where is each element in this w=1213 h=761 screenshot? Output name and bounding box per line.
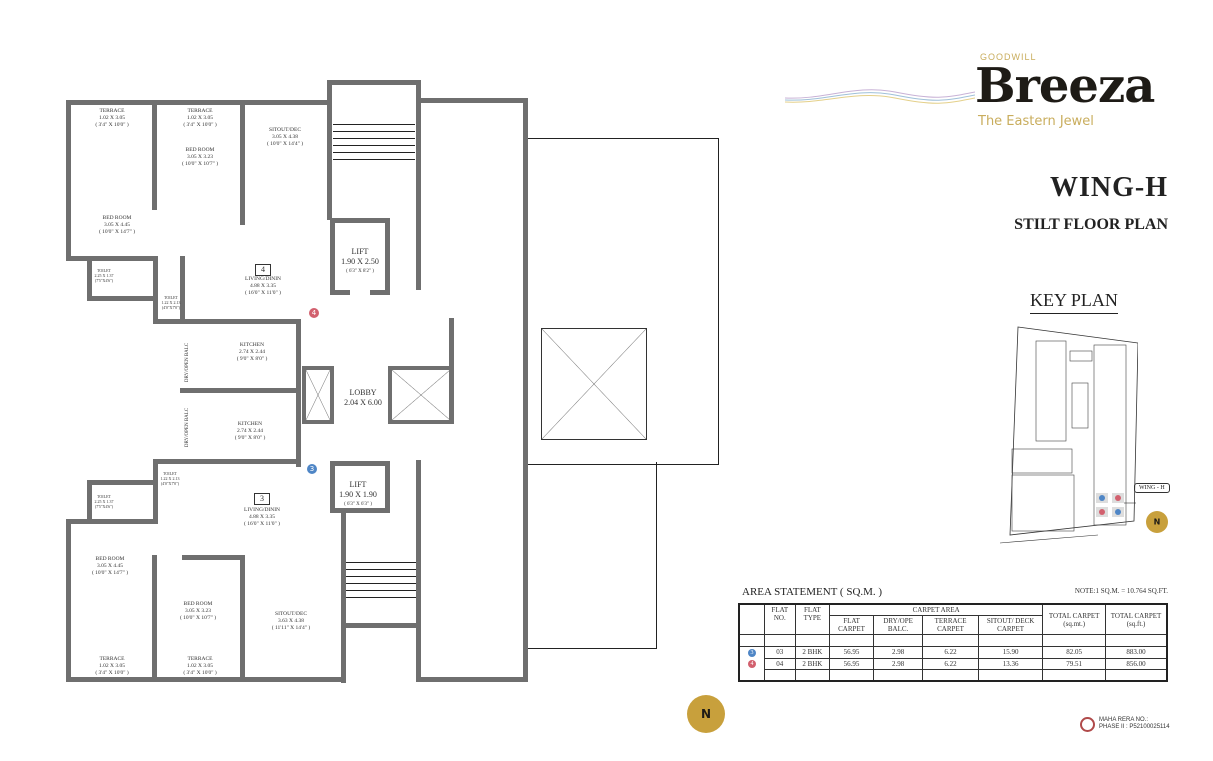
flat4-marker-icon: 4 [309,308,319,318]
col-sitout: SITOUT/ DECK CARPET [977,615,1044,635]
key-plan-wing-callout: WING - H [1134,483,1170,493]
flat4-marker-icon: 4 [748,660,756,668]
plan-title: STILT FLOOR PLAN [1014,216,1168,233]
flat3-marker-icon: 3 [748,649,756,657]
col-terrace: TERRACE CARPET [922,615,979,635]
key-plan-diagram [999,326,1138,544]
wing-title: WING-H [1050,172,1168,203]
area-statement-title: AREA STATEMENT ( SQ.M. ) [742,586,883,598]
col-carpet-area: CARPET AREA [829,603,1044,616]
brand-tagline: The Eastern Jewel [978,114,1094,129]
table-row: 3 03 2 BHK 56.95 2.98 6.22 15.90 82.05 8… [739,646,1168,659]
area-statement-note: NOTE:1 SQ.M. = 10.764 SQ.FT. [1074,587,1168,595]
wave-ornament [785,89,975,104]
flat-number: 3 [254,493,270,505]
col-flat-no: FLAT NO. [764,603,796,635]
brand-company: GOODWILL [980,52,1037,62]
col-total-sqft: TOTAL CARPET (sq.ft.) [1105,603,1168,635]
col-dry-balc: DRY/OPE BALC. [873,615,924,635]
col-total-sqm: TOTAL CARPET (sq.mt.) [1042,603,1107,635]
room-label: DRY/OPEN BALC [185,342,191,383]
north-compass-icon: N [687,695,725,733]
flat3-marker-icon: 3 [307,464,317,474]
area-statement-table: FLAT NO. FLAT TYPE CARPET AREA TOTAL CAR… [738,603,1168,682]
col-flat-type: FLAT TYPE [794,603,831,635]
rera-info: MAHA RERA NO.: PHASE II : P52100025114 [1099,717,1170,730]
key-plan-title: KEY PLAN [1030,290,1118,314]
col-flat-carpet: FLAT CARPET [829,615,875,635]
flat-number: 4 [255,264,271,276]
brand-logo: Breeza [975,58,1155,114]
table-row: 4 04 2 BHK 56.95 2.98 6.22 13.36 79.51 8… [739,657,1168,670]
key-plan-compass-icon: N [1146,511,1168,533]
rera-logo-icon [1080,717,1095,732]
room-label: DRY/OPEN BALC [185,407,191,448]
